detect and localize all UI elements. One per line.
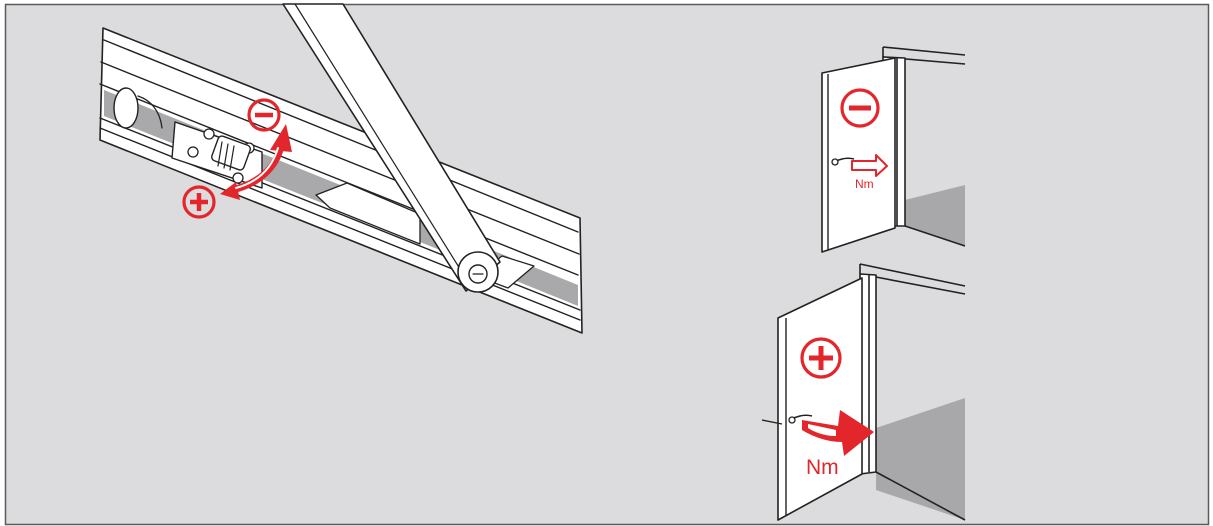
arrow-right-icon <box>851 154 888 177</box>
closer-arm <box>282 3 501 293</box>
torque-label-large: Nm <box>806 456 839 479</box>
door-bottom-high-force: Nm <box>761 263 966 521</box>
plus-sign-icon <box>182 185 216 219</box>
door-closer-closeup <box>99 3 583 334</box>
torque-label-small: Nm <box>855 177 874 191</box>
adjustment-valve <box>171 121 263 189</box>
plus-sign-icon <box>800 337 842 379</box>
minus-sign-icon <box>840 88 880 128</box>
door-top-low-force: Nm <box>821 46 966 253</box>
minus-sign-icon <box>247 98 281 132</box>
rotation-arrows <box>220 124 292 200</box>
arrow-right-icon <box>802 410 874 456</box>
